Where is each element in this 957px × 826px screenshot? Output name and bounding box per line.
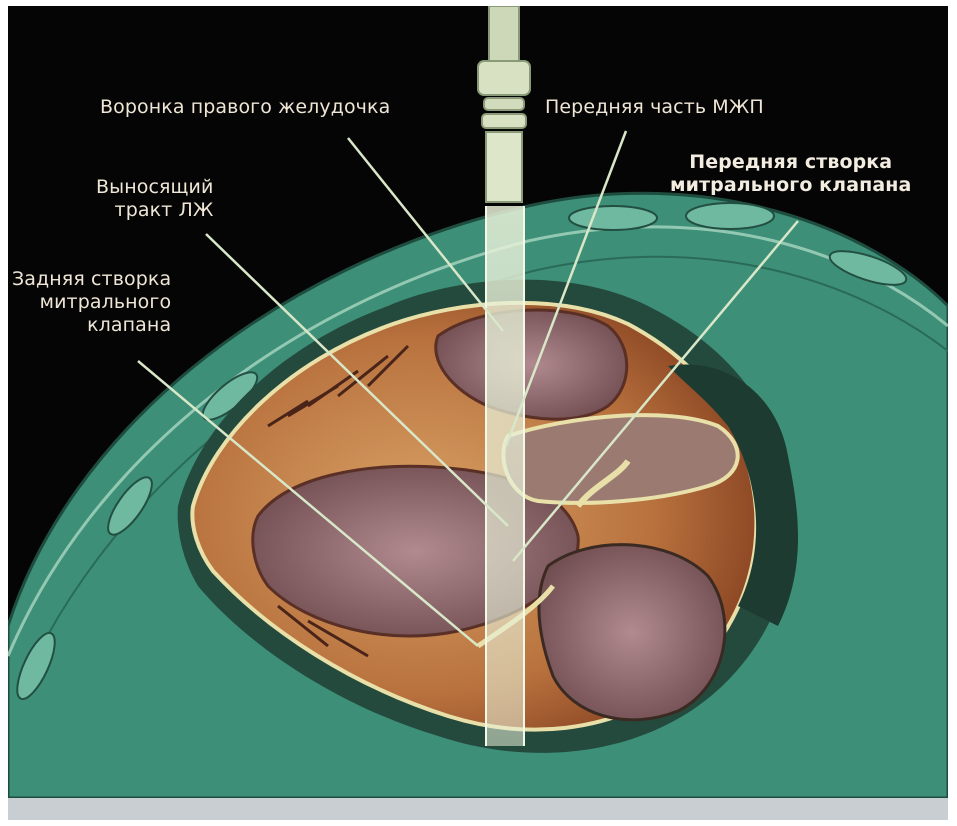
label-rv-outflow: Воронка правого желудочка [100,96,390,119]
label-ivs-anterior: Передняя часть МЖП [545,96,764,119]
ultrasound-beam [486,206,524,746]
footer-bar [8,798,948,820]
label-amv-leaflet: Передняя створка митрального клапана [670,151,911,197]
illustration-frame: Воронка правого желудочка Передняя часть… [8,6,948,798]
label-pmv-leaflet: Задняя створка митрального клапана [12,268,171,337]
label-lvot: Выносящий тракт ЛЖ [96,176,213,222]
heart-echo-diagram [8,6,948,798]
left-atrium [539,545,725,720]
ultrasound-probe-icon [478,6,530,202]
